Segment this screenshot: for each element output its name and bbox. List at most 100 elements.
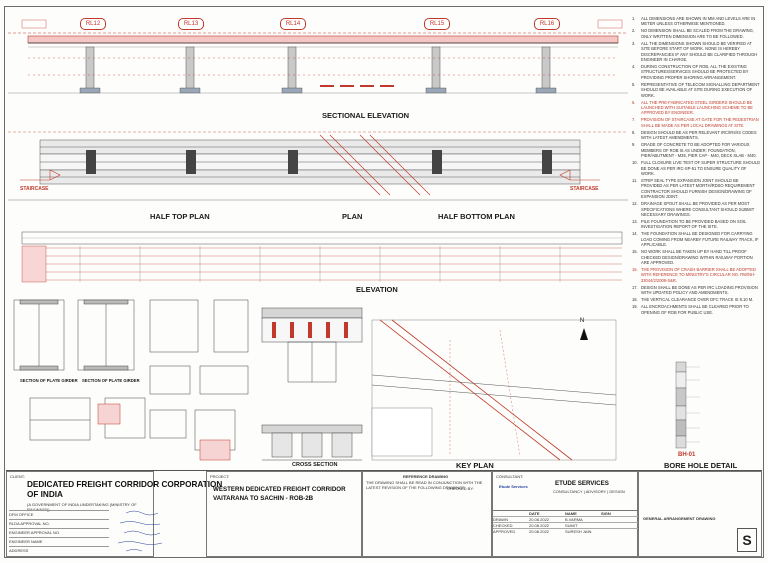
note-item: 10.FULL CLOSURE LIVE TEST OF SUPER STRUC… <box>632 160 760 176</box>
sign-table-header-cell: NAME <box>565 511 577 516</box>
note-number: 19. <box>632 304 638 310</box>
staircase-label-left: STAIRCASE <box>20 186 49 192</box>
note-text: PROVISION OF STAIRCASE AT GATE FOR THE P… <box>641 117 759 128</box>
note-text: ALL ENCROACHMENTS SHALL BE CLEARED PRIOR… <box>641 304 749 315</box>
note-item: 17.DESIGN SHALL BE DONE AS PER IRC LOADI… <box>632 285 760 296</box>
svg-text:N: N <box>580 318 584 324</box>
sign-table-role: APPROVED <box>493 529 516 534</box>
key-plan-drawing: N <box>371 318 617 461</box>
note-number: 1. <box>632 16 636 21</box>
note-text: DURING CONSTRUCTION OF ROB, ALL THE EXIS… <box>641 64 749 80</box>
sheet-border <box>4 6 764 558</box>
note-text: PILE FOUNDATION TO BE PROVIDED BASED ON … <box>641 218 747 230</box>
consultant-label: CONSULTANT: <box>496 474 524 479</box>
note-text: STRIP SEAL TYPE EXPANSION JOINT SHOULD B… <box>641 177 755 200</box>
sign-table-role: DRAWN <box>493 517 508 522</box>
note-text: NO DIMENSION SHALL BE SCALED FROM THE DR… <box>641 28 754 39</box>
sign-table-header-cell: DATE <box>529 511 540 516</box>
note-item: 19.ALL ENCROACHMENTS SHALL BE CLEARED PR… <box>632 304 760 315</box>
note-item: 8. DESIGN SHOULD BE AS PER RELEVANT IRC/I… <box>632 130 760 141</box>
bore-hole-id: BH-01 <box>678 452 696 458</box>
sign-table-name: B.VARMA <box>565 517 583 522</box>
note-text: DESIGN SHOULD BE AS PER RELEVANT IRC/IRS… <box>641 129 757 141</box>
note-number: 13. <box>632 218 638 224</box>
title-block: CLIENT: DEDICATED FREIGHT CORRIDOR CORPO… <box>6 470 762 557</box>
note-item: 18.THE VERTICAL CLEARANCE OVER DFC TRACK… <box>632 297 760 302</box>
note-item: 4.DURING CONSTRUCTION OF ROB, ALL THE EX… <box>632 64 760 80</box>
note-number: 10. <box>632 160 638 166</box>
plate-girder-sections <box>13 299 249 461</box>
consultant-subtitle: CONSULTANCY | ADVISORY | DESIGN <box>553 489 625 494</box>
project-label: PROJECT: <box>210 474 230 479</box>
cross-section-drawing <box>261 307 363 461</box>
consultant-name: ETUDE SERVICES <box>555 480 609 487</box>
note-number: 12. <box>632 201 638 207</box>
note-number: 18. <box>632 297 638 303</box>
note-text: DRAINAGE SPOUT SHALL BE PROVIDED AS PER … <box>641 201 755 217</box>
sign-table-header-cell: SIGN <box>601 511 611 516</box>
grid-label-rl12: RL12 <box>80 18 106 30</box>
sign-table-date: 20.08.2022 <box>529 517 550 522</box>
note-item: 16.THE PROVISION OF CRASH BARRIER SHALL … <box>632 267 760 283</box>
view-title-half-top-plan: HALF TOP PLAN <box>150 212 210 221</box>
note-number: 7. <box>632 117 636 123</box>
view-title-plan: PLAN <box>342 212 363 221</box>
client-cell: CLIENT: DEDICATED FREIGHT CORRIDOR CORPO… <box>6 471 222 557</box>
note-number: 14. <box>632 231 638 237</box>
approval-row: ENGINEER APPROVAL NO. <box>9 528 109 537</box>
note-number: 11. <box>632 177 638 183</box>
approval-row: ADDRESS <box>9 546 109 555</box>
note-item: 3.ALL THE DIMENSIONS SHOWN SHOULD BE VER… <box>632 41 760 63</box>
drawing-info-cell: GENERAL ARRANGEMENT DRAWING S <box>638 471 762 557</box>
general-notes: 1. ALL DIMENSIONS ARE SHOWN IN MM AND LEV… <box>632 16 760 396</box>
note-item: 6. ALL THE PRE-FABRICATED STEEL GIRDERS S… <box>632 100 760 116</box>
note-item: 14.THE FOUNDATION SHALL BE DESIGNED FOR … <box>632 231 760 247</box>
sheet-letter: S <box>737 528 757 552</box>
note-text: THE VERTICAL CLEARANCE OVER DFC TRACK IS… <box>641 297 754 303</box>
note-number: 5. <box>632 81 636 87</box>
note-number: 8. <box>632 129 636 135</box>
client-subtitle: (A GOVERNMENT OF INDIA UNDERTAKING (MINI… <box>27 502 137 512</box>
view-title-sectional-elevation: SECTIONAL ELEVATION <box>322 111 410 120</box>
note-item: 15.NO WORK SHALL BE TAKEN UP BY HAND TIL… <box>632 249 760 265</box>
client-name-line-2: OF INDIA <box>27 490 63 499</box>
note-text: ALL THE PRE-FABRICATED STEEL GIRDERS SHO… <box>641 99 753 116</box>
note-number: 9. <box>632 142 636 148</box>
sign-table-role: CHECKED <box>493 523 513 528</box>
grid-label-rl15: RL15 <box>424 18 450 30</box>
note-text: FULL CLOSURE LIVE TEST OF SUPER STRUCTUR… <box>641 160 760 176</box>
reference-text: THE DRAWING SHALL BE READ IN CONJUNCTION… <box>366 480 483 490</box>
reference-label: REFERENCE DRAWING <box>403 474 449 479</box>
note-text: NO WORK SHALL BE TAKEN UP BY HAND TILL P… <box>641 249 753 265</box>
note-text: THE PROVISION OF CRASH BARRIER SHALL BE … <box>641 266 756 283</box>
sign-table-name: SUMIT <box>565 523 578 528</box>
sectional-elevation-drawing <box>8 19 628 94</box>
sign-table-row: DRAWN 20.08.2022 B.VARMA <box>493 516 639 522</box>
project-line-2: VAITARANA TO SACHIN - ROB-2B <box>213 495 314 502</box>
bore-hole-drawing <box>675 361 700 449</box>
approval-row: DFM OFFICE <box>9 510 109 519</box>
note-number: 16. <box>632 266 638 272</box>
view-title-bore-hole-detail: BORE HOLE DETAIL <box>664 461 738 470</box>
note-text: REPRESENTATIVE OF TELECOM SIGNALLING DEP… <box>641 81 760 98</box>
note-number: 2. <box>632 28 636 34</box>
note-item: 13.PILE FOUNDATION TO BE PROVIDED BASED … <box>632 219 760 230</box>
project-line-1: WESTERN DEDICATED FREIGHT CORRIDOR <box>213 486 346 493</box>
drawing-title: GENERAL ARRANGEMENT DRAWING <box>643 516 716 521</box>
view-title-key-plan: KEY PLAN <box>456 461 494 470</box>
note-number: 3. <box>632 40 636 46</box>
note-item: 12.DRAINAGE SPOUT SHALL BE PROVIDED AS P… <box>632 201 760 217</box>
view-title-half-bottom-plan: HALF BOTTOM PLAN <box>438 212 515 221</box>
note-text: GRADE OF CONCRETE TO BE ADOPTED FOR VARI… <box>641 142 757 159</box>
sign-table-date: 20.08.2022 <box>529 529 550 534</box>
note-number: 6. <box>632 99 636 105</box>
note-item: 1. ALL DIMENSIONS ARE SHOWN IN MM AND LEV… <box>632 16 760 27</box>
grid-label-rl16: RL16 <box>534 18 560 30</box>
view-title-elevation: ELEVATION <box>356 285 398 294</box>
note-item: 9. GRADE OF CONCRETE TO BE ADOPTED FOR VA… <box>632 142 760 158</box>
note-text: ALL DIMENSIONS ARE SHOWN IN MM AND LEVEL… <box>641 16 756 27</box>
staircase-label-right: STAIRCASE <box>570 186 599 192</box>
